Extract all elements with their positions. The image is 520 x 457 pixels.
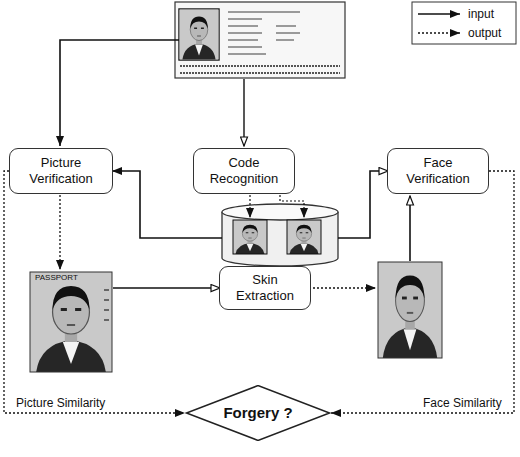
decision-diamond: Forgery ? bbox=[185, 385, 331, 441]
diamond-shape bbox=[186, 386, 329, 441]
photo-caption: PASSPORT bbox=[33, 273, 80, 283]
input-arrow bbox=[338, 171, 388, 238]
process-text: Skin Extraction bbox=[220, 272, 310, 304]
extracted-face bbox=[378, 262, 442, 358]
document-mrz bbox=[180, 66, 340, 73]
edge-label: Picture Similarity bbox=[14, 396, 107, 410]
database-cylinder bbox=[222, 204, 338, 266]
edge-label: Face Similarity bbox=[421, 396, 504, 410]
input-arrow bbox=[113, 287, 220, 288]
legend-text: input bbox=[466, 7, 496, 21]
face-photo-frame bbox=[378, 262, 442, 358]
process-text: Picture Verification bbox=[10, 155, 112, 187]
stored-face-frame bbox=[287, 220, 321, 254]
input-arrow bbox=[60, 40, 179, 146]
passport-document bbox=[175, 2, 345, 78]
output-arrow bbox=[59, 195, 60, 270]
legend-input-sample bbox=[418, 13, 460, 15]
output-arrow bbox=[280, 195, 304, 218]
output-connector bbox=[4, 171, 185, 413]
passport-edge-marks bbox=[104, 290, 109, 320]
process-box: Face Verification bbox=[387, 148, 489, 194]
stored-picture-frame bbox=[233, 220, 267, 254]
decision-text: Forgery ? bbox=[219, 405, 296, 421]
process-box: Picture Verification bbox=[9, 148, 113, 194]
process-text: Face Verification bbox=[388, 155, 488, 187]
document-frame bbox=[175, 2, 345, 78]
document-photo bbox=[180, 10, 219, 60]
legend-frame bbox=[412, 2, 516, 44]
face-photo bbox=[378, 262, 442, 358]
stored-picture bbox=[233, 220, 267, 254]
stored-face bbox=[287, 220, 321, 254]
legend-box bbox=[412, 2, 516, 44]
document-photo-frame bbox=[179, 9, 219, 60]
output-connector bbox=[331, 171, 514, 413]
input-arrow bbox=[243, 79, 244, 146]
passport-picture bbox=[30, 272, 112, 372]
legend-output-sample bbox=[418, 32, 460, 33]
process-text: Code Recognition bbox=[194, 155, 294, 187]
document-text-lines bbox=[228, 12, 300, 54]
process-box: Code Recognition bbox=[193, 148, 295, 194]
passport-photo bbox=[30, 272, 112, 372]
cylinder-top bbox=[222, 204, 338, 220]
output-arrow bbox=[309, 287, 376, 288]
passport-photo-frame bbox=[30, 272, 112, 372]
legend-text: output bbox=[466, 26, 503, 40]
input-arrow bbox=[409, 196, 411, 261]
output-arrow bbox=[249, 195, 250, 218]
process-box: Skin Extraction bbox=[219, 266, 311, 310]
